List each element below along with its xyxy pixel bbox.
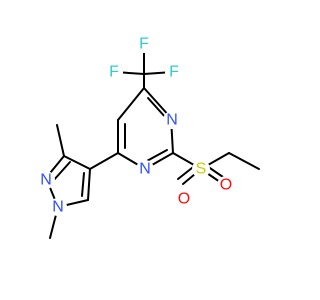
molecule-canvas: F F F N N N N S O O (37, 35, 260, 239)
bond-ch2-ch3 (228, 152, 260, 170)
oxygen-label-bottom: O (178, 191, 190, 208)
bond-c3-n2-double (52, 161, 71, 182)
pyrazole-nitrogen-label-1: N (40, 172, 52, 189)
ethylsulfonyl-group (172, 152, 260, 185)
pyrazole-ring (45, 124, 119, 239)
fluorine-label-top: F (139, 36, 149, 53)
bond-c6-n1-double (147, 97, 167, 119)
oxygen-label-right: O (220, 177, 232, 194)
pyrimidine-ring (117, 87, 174, 170)
bond-c5-c4 (87, 168, 91, 201)
bond-c5-c6 (117, 87, 145, 121)
molecule-structure: F F F N N N N S O O (37, 35, 260, 239)
pyrimidine-nitrogen-label-1: N (166, 112, 178, 129)
atom-labels: F F F N N N N S O O (37, 35, 235, 216)
bond-c3-methyl (56, 124, 65, 157)
bond-c2-n3-double (144, 149, 168, 163)
fluorine-label-left: F (109, 64, 119, 81)
pyrazole-nitrogen-label-2: N (52, 199, 64, 216)
fluorine-label-right: F (169, 64, 179, 81)
bond-c4-c3 (63, 155, 91, 170)
bond-c5-c4-double (81, 172, 85, 197)
bond-pyrimidine-pyrazole (89, 152, 119, 170)
sulfur-label: S (196, 161, 207, 178)
pyrimidine-nitrogen-label-2: N (139, 161, 151, 178)
